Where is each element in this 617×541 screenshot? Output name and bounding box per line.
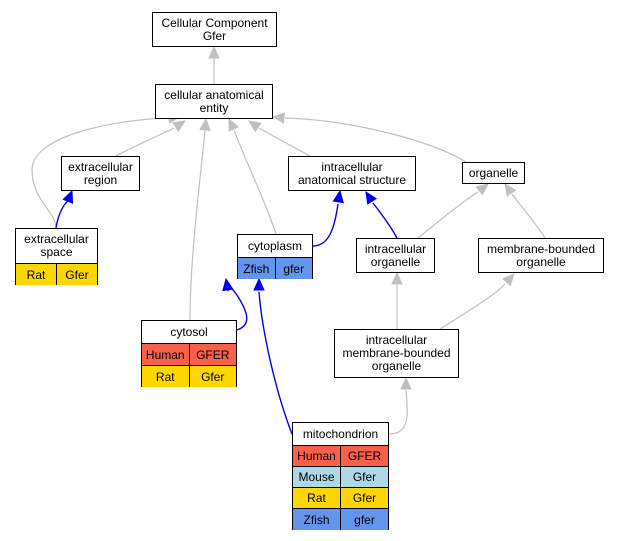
edge-mito-to-cyto <box>253 277 293 435</box>
species-cell: Human <box>293 446 340 466</box>
node-label: Cellular Component Gfer <box>161 15 268 43</box>
arrowhead <box>391 271 403 285</box>
species-cell: Human <box>142 344 189 365</box>
node-extracellular-region[interactable]: extracellular region <box>61 156 140 191</box>
node-intracellular-anatomical-structure[interactable]: intracellular anatomical structure <box>288 156 416 191</box>
edge-io-to-ias <box>365 190 398 239</box>
node-label: cytoplasm <box>238 235 312 258</box>
node-label: intracellular anatomical structure <box>297 159 407 187</box>
species-cell: Rat <box>142 366 189 387</box>
gene-cell: GFER <box>188 344 236 365</box>
edge-io-to-org <box>417 183 489 239</box>
node-cytoplasm[interactable]: cytoplasm Zfish gfer <box>237 234 313 279</box>
edge-org-to-cae <box>271 112 467 163</box>
species-cell: Mouse <box>293 467 340 487</box>
arrowhead <box>199 117 211 131</box>
gene-cell: Gfer <box>56 264 97 285</box>
edge-cyto-to-cae <box>228 117 277 235</box>
arrowhead <box>400 376 412 390</box>
species-row: Human GFER <box>293 446 388 467</box>
gene-cell: Gfer <box>340 488 388 508</box>
arrowhead <box>228 117 240 132</box>
edge-ecr-to-cae <box>115 120 187 157</box>
species-row: Mouse Gfer <box>293 467 388 488</box>
arrowhead <box>222 277 234 292</box>
gene-cell: Gfer <box>188 366 236 387</box>
edge-line <box>511 193 546 239</box>
node-mitochondrion[interactable]: mitochondrion Human GFER Mouse Gfer Rat … <box>292 422 389 530</box>
node-label: cellular anatomical entity <box>164 87 264 115</box>
node-label: membrane-bounded organelle <box>486 241 596 269</box>
species-row: Zfish gfer <box>238 258 312 279</box>
node-cytosol[interactable]: cytosol Human GFER Rat Gfer <box>141 320 237 387</box>
edge-line <box>189 130 206 321</box>
gene-cell: gfer <box>340 509 388 530</box>
species-row: Zfish gfer <box>293 509 388 530</box>
species-cell: Zfish <box>238 258 275 279</box>
node-label: organelle <box>468 165 519 180</box>
species-row: Rat Gfer <box>16 264 97 285</box>
gene-cell: gfer <box>274 258 312 279</box>
node-intracellular-membrane-bounded-organelle[interactable]: intracellular membrane-bounded organelle <box>334 329 459 378</box>
node-intracellular-organelle[interactable]: intracellular organelle <box>356 238 435 273</box>
edge-cae-to-cc <box>208 45 220 84</box>
arrowhead <box>475 183 489 196</box>
arrowhead <box>253 277 265 291</box>
node-organelle[interactable]: organelle <box>462 162 525 184</box>
arrowhead <box>208 45 220 59</box>
species-row: Rat Gfer <box>142 366 236 387</box>
edge-line <box>258 127 311 157</box>
node-label: intracellular organelle <box>364 241 427 269</box>
gene-cell: Gfer <box>340 467 388 487</box>
edge-line <box>417 191 479 239</box>
gene-cell: GFER <box>340 446 388 466</box>
edge-line <box>439 283 506 330</box>
edge-line <box>31 117 169 229</box>
species-cell: Rat <box>16 264 56 285</box>
edge-ias-to-cae <box>248 120 311 157</box>
edge-cytosol-to-cyto <box>222 277 248 331</box>
arrowhead <box>271 112 285 124</box>
node-cellular-component[interactable]: Cellular Component Gfer <box>152 12 277 47</box>
arrowhead <box>172 120 187 133</box>
edge-cytosol-to-cae <box>189 117 211 321</box>
edge-line <box>233 129 277 235</box>
node-label: extracellular space <box>16 229 97 264</box>
edge-line <box>258 291 293 435</box>
node-label: intracellular membrane-bounded organelle <box>342 333 451 373</box>
arrowhead <box>62 189 74 204</box>
edge-imbo-to-io <box>391 271 403 329</box>
arrowhead <box>365 190 378 205</box>
node-label: mitochondrion <box>293 423 388 446</box>
edge-line <box>388 389 408 435</box>
species-row: Human GFER <box>142 344 236 366</box>
edge-line <box>312 203 339 247</box>
node-cellular-anatomical-entity[interactable]: cellular anatomical entity <box>155 84 273 119</box>
node-extracellular-space[interactable]: extracellular space Rat Gfer <box>15 228 98 285</box>
species-cell: Zfish <box>293 509 340 530</box>
edge-line <box>115 127 175 157</box>
arrowhead <box>504 183 517 197</box>
edge-cyto-to-ias <box>312 189 344 247</box>
edge-mito-to-imbo <box>388 376 412 435</box>
node-label: cytosol <box>142 321 236 344</box>
arrowhead <box>502 273 515 287</box>
edge-line <box>372 202 398 239</box>
node-membrane-bounded-organelle[interactable]: membrane-bounded organelle <box>478 238 604 273</box>
species-row: Rat Gfer <box>293 488 388 509</box>
arrowhead <box>332 189 344 204</box>
species-cell: Rat <box>293 488 340 508</box>
arrowhead <box>248 120 262 133</box>
edge-line <box>284 117 467 163</box>
edge-line <box>55 200 69 229</box>
edge-imbo-to-mbo <box>439 273 515 330</box>
node-label: extracellular region <box>68 159 133 187</box>
edge-ecs-to-ecr <box>55 189 74 229</box>
edge-mbo-to-org <box>504 183 546 239</box>
